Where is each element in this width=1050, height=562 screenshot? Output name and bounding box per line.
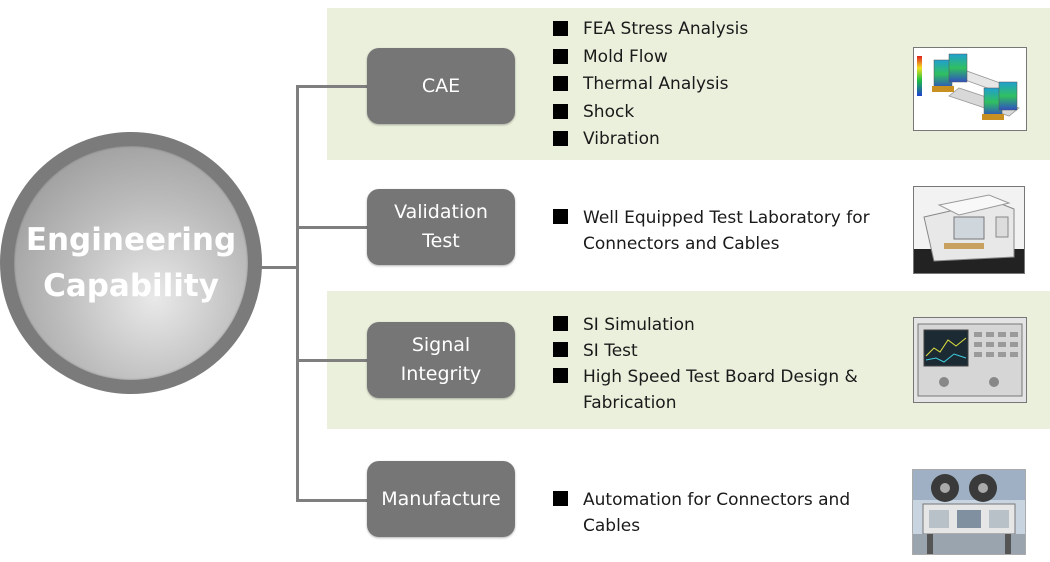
category-manufacture: Manufacture bbox=[367, 461, 515, 537]
list-item: Well Equipped Test Laboratory for Connec… bbox=[553, 205, 870, 257]
square-bullet-icon bbox=[553, 491, 568, 506]
category-signal-integrity: Signal Integrity bbox=[367, 322, 515, 398]
square-bullet-icon bbox=[553, 48, 568, 64]
connector-branch-manufacture bbox=[296, 499, 368, 502]
list-item: High Speed Test Board Design & Fabricati… bbox=[553, 364, 858, 416]
center-circle: Engineering Capability bbox=[14, 146, 248, 380]
category-label: Test bbox=[422, 230, 460, 252]
square-bullet-icon bbox=[553, 103, 568, 119]
list-item: FEA Stress Analysis bbox=[553, 16, 748, 44]
test-lab-equipment-image bbox=[913, 186, 1025, 274]
list-item: Mold Flow bbox=[553, 44, 748, 72]
list-item: Vibration bbox=[553, 126, 748, 154]
connector-branch-cae bbox=[296, 85, 368, 88]
category-label: Signal bbox=[411, 334, 471, 356]
connector-branch-signal bbox=[296, 359, 368, 362]
network-analyzer-image bbox=[913, 317, 1027, 403]
center-title-line1: Engineering bbox=[25, 222, 237, 258]
square-bullet-icon bbox=[553, 76, 568, 91]
square-bullet-icon bbox=[553, 209, 568, 224]
connector-vertical bbox=[296, 85, 299, 502]
signal-integrity-bullet-list: SI Simulation SI Test High Speed Test Bo… bbox=[553, 312, 858, 416]
category-label: Integrity bbox=[400, 363, 482, 385]
category-cae: CAE bbox=[367, 48, 515, 124]
list-item: Automation for Connectors and Cables bbox=[553, 487, 850, 539]
connector-stem bbox=[258, 266, 298, 269]
cae-simulation-image bbox=[913, 47, 1027, 131]
validation-bullet-list: Well Equipped Test Laboratory for Connec… bbox=[553, 205, 870, 257]
square-bullet-icon bbox=[553, 316, 568, 331]
connector-branch-validation bbox=[296, 226, 368, 229]
center-title-line2: Capability bbox=[43, 268, 219, 304]
category-label: Validation bbox=[394, 201, 488, 223]
square-bullet-icon bbox=[553, 131, 568, 146]
list-item: Shock bbox=[553, 99, 748, 127]
category-label: Manufacture bbox=[381, 487, 501, 510]
list-item: Thermal Analysis bbox=[553, 71, 748, 99]
manufacture-bullet-list: Automation for Connectors and Cables bbox=[553, 487, 850, 539]
automation-machine-image bbox=[912, 469, 1026, 555]
square-bullet-icon bbox=[553, 21, 568, 36]
category-validation-test: Validation Test bbox=[367, 189, 515, 265]
category-label: CAE bbox=[421, 74, 461, 97]
square-bullet-icon bbox=[553, 368, 568, 383]
list-item: SI Test bbox=[553, 338, 858, 364]
cae-bullet-list: FEA Stress Analysis Mold Flow Thermal An… bbox=[553, 16, 748, 154]
list-item: SI Simulation bbox=[553, 312, 858, 338]
square-bullet-icon bbox=[553, 342, 568, 357]
